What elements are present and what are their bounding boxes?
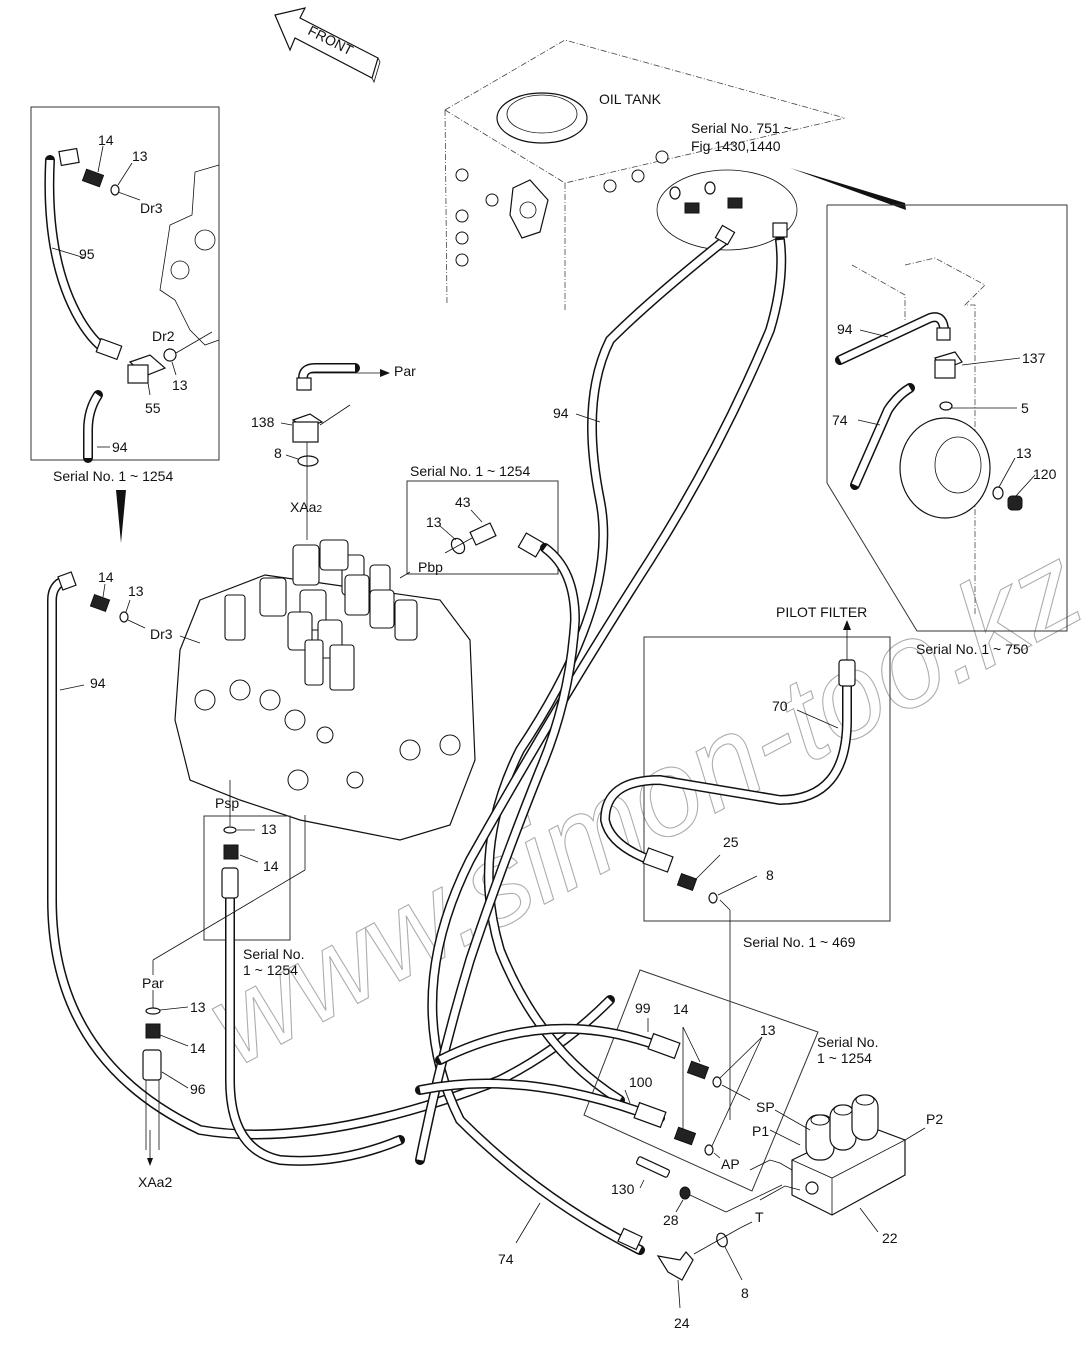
- callout-8: 8: [741, 1285, 749, 1301]
- callout-96: 96: [190, 1081, 206, 1097]
- callout-94: 94: [837, 321, 853, 337]
- inset-pbp: Serial No. 1 ~ 1254 43 13 Pbp: [399, 463, 559, 579]
- front-direction-arrow: FRONT: [274, 7, 381, 84]
- port-psp-label: Psp: [215, 795, 239, 811]
- callout-25: 25: [723, 834, 739, 850]
- port-ap-label: AP: [721, 1156, 740, 1172]
- callout-43: 43: [455, 494, 471, 510]
- callout-14: 14: [190, 1040, 206, 1056]
- port-pbp-label: Pbp: [418, 559, 443, 575]
- callout-95: 95: [79, 246, 95, 262]
- serial-note: Serial No.: [817, 1034, 878, 1050]
- port-dr3-label: Dr3: [140, 200, 163, 216]
- tee-138-assembly: Par 138 8 XAa2: [251, 363, 416, 540]
- callout-13: 13: [190, 999, 206, 1015]
- callout-55: 55: [145, 400, 161, 416]
- port-dr3-label: Dr3: [150, 626, 173, 642]
- port-xaa2-label: XAa2: [138, 1174, 172, 1190]
- callout-14: 14: [673, 1001, 689, 1017]
- callout-14: 14: [263, 858, 279, 874]
- serial-note: Serial No.: [243, 946, 304, 962]
- bottom-fittings: 130 28 74 8 24: [498, 1156, 783, 1331]
- port-p2-label: P2: [926, 1111, 943, 1127]
- serial-note: 1 ~ 1254: [243, 962, 298, 978]
- callout-94: 94: [90, 675, 106, 691]
- serial-note: Serial No. 751 ~: [691, 120, 792, 136]
- inset-solenoid: 99 14 13 100 Serial No. 1 ~ 1254: [415, 969, 878, 1192]
- pointer-arrow: [790, 168, 906, 210]
- callout-28: 28: [663, 1212, 679, 1228]
- serial-note: Serial No. 1 ~ 750: [916, 641, 1029, 657]
- serial-note: 1 ~ 1254: [817, 1050, 872, 1066]
- callout-13: 13: [132, 148, 148, 164]
- callout-100: 100: [629, 1074, 653, 1090]
- tank-return-hoses: 94: [415, 222, 788, 1255]
- pilot-filter-label: PILOT FILTER: [776, 604, 867, 620]
- serial-note: Serial No. 1 ~ 1254: [53, 468, 173, 484]
- port-par-label: Par: [394, 363, 416, 379]
- solenoid-valve-block: SP P1 AP P2 T 22: [721, 1094, 943, 1246]
- callout-74: 74: [498, 1251, 514, 1267]
- oil-tank: OIL TANK Serial No. 751 ~ Fig 1430,1440: [444, 39, 906, 310]
- pointer-arrow: [116, 490, 126, 543]
- callout-120: 120: [1033, 466, 1057, 482]
- callout-137: 137: [1022, 350, 1046, 366]
- callout-24: 24: [674, 1315, 690, 1331]
- callout-14: 14: [98, 132, 114, 148]
- callout-94: 94: [112, 439, 128, 455]
- callout-14: 14: [98, 569, 114, 585]
- serial-note: Serial No. 1 ~ 469: [743, 934, 856, 950]
- callout-8: 8: [766, 867, 774, 883]
- callout-99: 99: [635, 1000, 651, 1016]
- drain-line-dr3: 14 13 Dr3 94: [47, 569, 615, 1140]
- callout-13: 13: [760, 1022, 776, 1038]
- port-dr2-label: Dr2: [152, 328, 175, 344]
- port-p1-label: P1: [752, 1123, 769, 1139]
- port-t-label: T: [755, 1209, 764, 1225]
- port-xaa2-label: XAa2: [290, 499, 322, 515]
- oil-tank-label: OIL TANK: [599, 91, 662, 107]
- port-par-label: Par: [142, 975, 164, 991]
- serial-note: Serial No. 1 ~ 1254: [410, 463, 530, 479]
- inset-psp: Psp 13 14 Serial No. 1 ~ 1254: [152, 780, 405, 1166]
- callout-94: 94: [553, 405, 569, 421]
- inset-top-left: 14 13 Dr3 95 Dr2 13 55 94 Serial No. 1 ~…: [30, 106, 220, 543]
- callout-70: 70: [772, 698, 788, 714]
- inset-pilot-filter: PILOT FILTER 70 25 8 Serial No. 1 ~ 469: [599, 604, 891, 1120]
- callout-5: 5: [1021, 400, 1029, 416]
- callout-13: 13: [128, 583, 144, 599]
- callout-13: 13: [261, 821, 277, 837]
- port-sp-label: SP: [756, 1099, 775, 1115]
- figure-ref: Fig 1430,1440: [691, 138, 781, 154]
- callout-138: 138: [251, 414, 275, 430]
- callout-13: 13: [172, 377, 188, 393]
- callout-13: 13: [1016, 445, 1032, 461]
- callout-130: 130: [611, 1181, 635, 1197]
- callout-74: 74: [832, 412, 848, 428]
- callout-13: 13: [426, 514, 442, 530]
- par-bottom-assembly: Par 13 14 96 XAa2: [138, 975, 206, 1190]
- control-valve: [174, 539, 476, 841]
- callout-8: 8: [274, 445, 282, 461]
- inset-right: 94 137 74 5 13 120 Serial No. 1 ~ 750: [826, 204, 1068, 657]
- callout-22: 22: [882, 1230, 898, 1246]
